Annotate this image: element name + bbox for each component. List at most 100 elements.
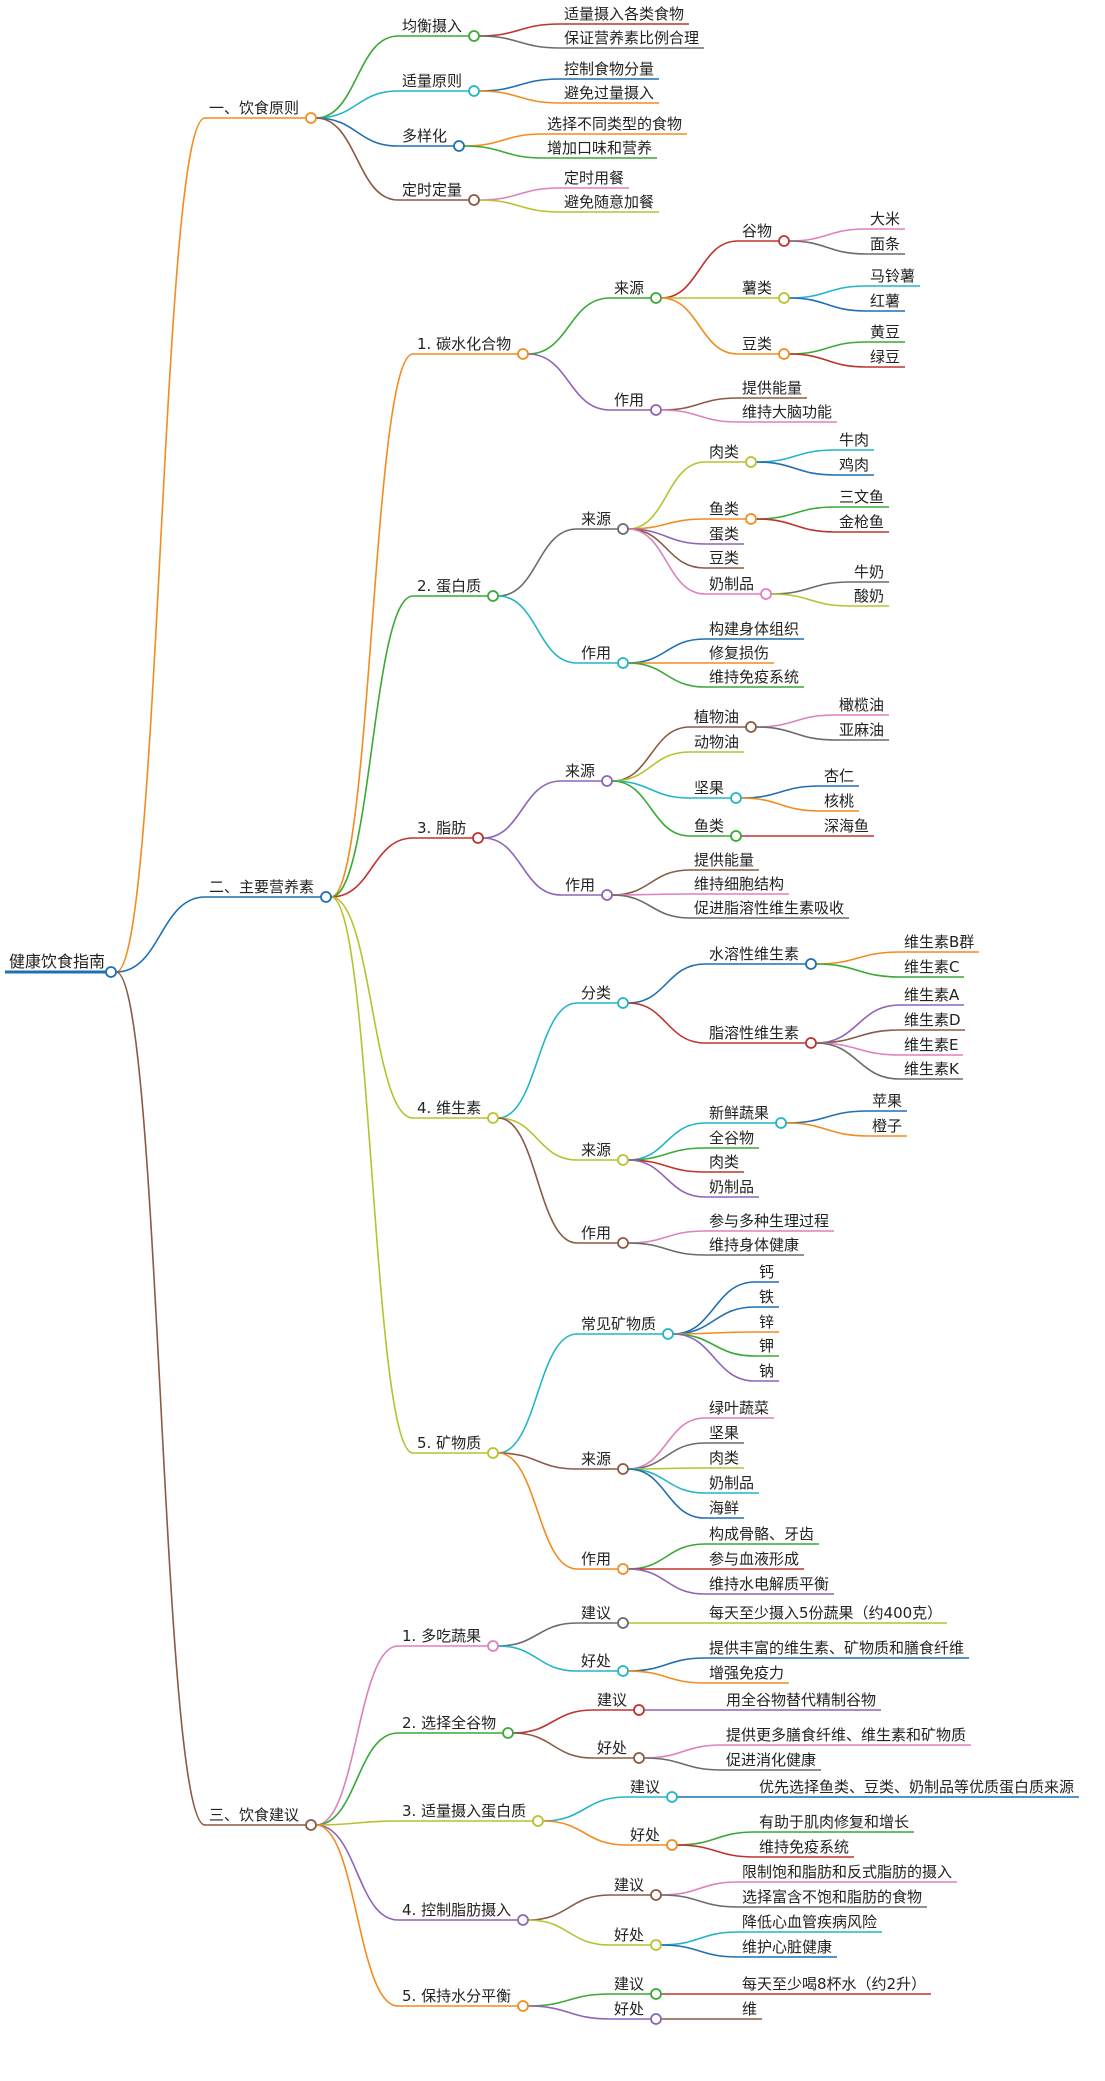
node-toggle-circle[interactable] xyxy=(468,30,480,42)
mind-map-node[interactable]: 核桃 xyxy=(820,792,859,812)
mind-map-node[interactable]: 构成骨骼、牙齿 xyxy=(705,1525,819,1545)
mind-map-node[interactable]: 1. 碳水化合物 xyxy=(413,335,518,355)
mind-map-node[interactable]: 绿叶蔬菜 xyxy=(705,1399,774,1419)
node-toggle-circle[interactable] xyxy=(472,832,484,844)
mind-map-node[interactable]: 作用 xyxy=(610,391,651,411)
mind-map-node[interactable]: 来源 xyxy=(577,1450,618,1470)
node-toggle-circle[interactable] xyxy=(775,1117,787,1129)
mind-map-node[interactable]: 降低心血管疾病风险 xyxy=(738,1913,882,1933)
mind-map-node[interactable]: 铁 xyxy=(755,1288,779,1308)
mind-map-node[interactable]: 提供能量 xyxy=(690,851,759,871)
node-toggle-circle[interactable] xyxy=(601,889,613,901)
node-toggle-circle[interactable] xyxy=(601,775,613,787)
node-toggle-circle[interactable] xyxy=(487,590,499,602)
mind-map-node[interactable]: 建议 xyxy=(610,1876,651,1896)
mind-map-node[interactable]: 牛奶 xyxy=(850,563,889,583)
node-toggle-circle[interactable] xyxy=(105,966,117,978)
mind-map-node[interactable]: 定时用餐 xyxy=(560,169,629,189)
mind-map-node[interactable]: 来源 xyxy=(610,279,651,299)
node-toggle-circle[interactable] xyxy=(617,523,629,535)
node-toggle-circle[interactable] xyxy=(468,194,480,206)
mind-map-node[interactable]: 维 xyxy=(738,2000,762,2020)
mind-map-node[interactable]: 维持大脑功能 xyxy=(738,403,837,423)
node-toggle-circle[interactable] xyxy=(778,348,790,360)
mind-map-node[interactable]: 全谷物 xyxy=(705,1129,759,1149)
mind-map-node[interactable]: 建议 xyxy=(626,1778,667,1798)
node-toggle-circle[interactable] xyxy=(305,1819,317,1831)
node-toggle-circle[interactable] xyxy=(487,1640,499,1652)
node-toggle-circle[interactable] xyxy=(453,140,465,152)
mind-map-node[interactable]: 海鲜 xyxy=(705,1499,744,1519)
mind-map-node[interactable]: 豆类 xyxy=(705,549,744,569)
node-toggle-circle[interactable] xyxy=(666,1791,678,1803)
node-toggle-circle[interactable] xyxy=(778,235,790,247)
node-toggle-circle[interactable] xyxy=(745,456,757,468)
mind-map-node[interactable]: 杏仁 xyxy=(820,767,859,787)
mind-map-node[interactable]: 深海鱼 xyxy=(820,817,874,837)
mind-map-node[interactable]: 水溶性维生素 xyxy=(705,945,806,965)
mind-map-node[interactable]: 肉类 xyxy=(705,1153,744,1173)
mind-map-node[interactable]: 好处 xyxy=(593,1739,634,1759)
mind-map-node[interactable]: 分类 xyxy=(577,984,618,1004)
mind-map-node[interactable]: 维生素K xyxy=(900,1060,963,1080)
mind-map-node[interactable]: 橙子 xyxy=(868,1117,907,1137)
mind-map-node[interactable]: 适量原则 xyxy=(398,72,469,92)
mind-map-node[interactable]: 适量摄入各类食物 xyxy=(560,5,689,25)
mind-map-node[interactable]: 维持水电解质平衡 xyxy=(705,1575,834,1595)
node-toggle-circle[interactable] xyxy=(305,112,317,124)
mind-map-node[interactable]: 好处 xyxy=(577,1652,618,1672)
mind-map-node[interactable]: 每天至少喝8杯水（约2升） xyxy=(738,1975,931,1995)
mind-map-node[interactable]: 一、饮食原则 xyxy=(205,99,306,119)
mind-map-node[interactable]: 绿豆 xyxy=(866,348,905,368)
mind-map-node[interactable]: 维生素D xyxy=(900,1011,965,1031)
mind-map-node[interactable]: 奶制品 xyxy=(705,1178,759,1198)
node-toggle-circle[interactable] xyxy=(650,2013,662,2025)
node-toggle-circle[interactable] xyxy=(487,1112,499,1124)
node-toggle-circle[interactable] xyxy=(650,1988,662,2000)
mind-map-node[interactable]: 鱼类 xyxy=(690,817,731,837)
mind-map-node[interactable]: 每天至少摄入5份蔬果（约400克） xyxy=(705,1604,947,1624)
node-toggle-circle[interactable] xyxy=(517,2000,529,2012)
mind-map-node[interactable]: 钾 xyxy=(755,1337,779,1357)
mind-map-node[interactable]: 钙 xyxy=(755,1263,779,1283)
node-toggle-circle[interactable] xyxy=(633,1752,645,1764)
mind-map-node[interactable]: 肉类 xyxy=(705,1449,744,1469)
mind-map-node[interactable]: 好处 xyxy=(626,1826,667,1846)
node-toggle-circle[interactable] xyxy=(487,1447,499,1459)
mind-map-node[interactable]: 维护心脏健康 xyxy=(738,1938,837,1958)
mind-map-node[interactable]: 作用 xyxy=(577,644,618,664)
node-toggle-circle[interactable] xyxy=(650,1939,662,1951)
node-toggle-circle[interactable] xyxy=(617,997,629,1009)
node-toggle-circle[interactable] xyxy=(502,1727,514,1739)
mind-map-node[interactable]: 定时定量 xyxy=(398,181,469,201)
mind-map-node[interactable]: 奶制品 xyxy=(705,1474,759,1494)
node-toggle-circle[interactable] xyxy=(468,85,480,97)
node-toggle-circle[interactable] xyxy=(650,404,662,416)
mind-map-node[interactable]: 选择富含不饱和脂肪的食物 xyxy=(738,1888,927,1908)
mind-map-node[interactable]: 维持细胞结构 xyxy=(690,875,789,895)
mind-map-node[interactable]: 5. 矿物质 xyxy=(413,1434,488,1454)
node-toggle-circle[interactable] xyxy=(666,1839,678,1851)
mind-map-node[interactable]: 蛋类 xyxy=(705,525,744,545)
mind-map-node[interactable]: 参与多种生理过程 xyxy=(705,1212,834,1232)
mind-map-node[interactable]: 豆类 xyxy=(738,335,779,355)
mind-map-node[interactable]: 3. 适量摄入蛋白质 xyxy=(398,1802,533,1822)
mind-map-node[interactable]: 多样化 xyxy=(398,127,454,147)
mind-map-node[interactable]: 维持免疫系统 xyxy=(755,1838,854,1858)
node-toggle-circle[interactable] xyxy=(745,513,757,525)
node-toggle-circle[interactable] xyxy=(662,1328,674,1340)
mind-map-root[interactable]: 健康饮食指南 xyxy=(5,952,106,974)
mind-map-node[interactable]: 来源 xyxy=(577,510,618,530)
mind-map-node[interactable]: 亚麻油 xyxy=(835,721,889,741)
mind-map-node[interactable]: 红薯 xyxy=(866,292,905,312)
mind-map-node[interactable]: 建议 xyxy=(577,1604,618,1624)
node-toggle-circle[interactable] xyxy=(617,1237,629,1249)
mind-map-node[interactable]: 提供能量 xyxy=(738,379,807,399)
node-toggle-circle[interactable] xyxy=(745,721,757,733)
mind-map-node[interactable]: 避免过量摄入 xyxy=(560,84,659,104)
mind-map-node[interactable]: 苹果 xyxy=(868,1092,907,1112)
mind-map-node[interactable]: 常见矿物质 xyxy=(577,1315,663,1335)
mind-map-node[interactable]: 建议 xyxy=(610,1975,651,1995)
mind-map-node[interactable]: 锌 xyxy=(755,1313,779,1333)
mind-map-node[interactable]: 肉类 xyxy=(705,443,746,463)
